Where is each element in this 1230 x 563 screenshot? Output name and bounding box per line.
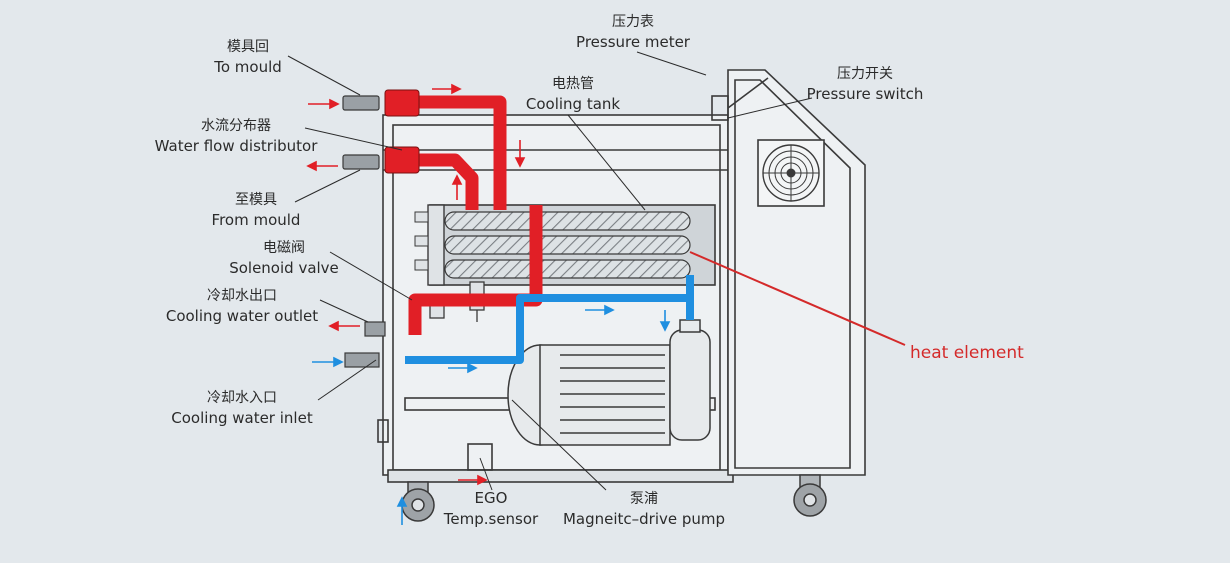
- label-pressure-meter: Pressure meter: [576, 33, 691, 51]
- heat-element-pointer: [689, 251, 906, 346]
- label-cooling-tank: Cooling tank: [526, 95, 621, 113]
- label-pressure-switch: Pressure switch: [807, 85, 924, 103]
- label-cooling-tank-zh: 电热管: [552, 76, 594, 92]
- pump: [507, 319, 711, 446]
- label-pressure-switch-zh: 压力开关: [837, 66, 893, 82]
- label-cooling-water-outlet-zh: 冷却水出口: [207, 288, 277, 304]
- wheel-left: [401, 481, 435, 522]
- label-solenoid-valve-zh: 电磁阀: [263, 240, 305, 256]
- label-heat-element: heat element: [910, 343, 1024, 363]
- hot-water-pipe: [400, 95, 543, 335]
- label-from-mould: From mould: [212, 211, 301, 229]
- cold-water-pipe: [405, 275, 694, 364]
- cooling-tank: [414, 204, 716, 286]
- label-water-flow-distributor-zh: 水流分布器: [201, 118, 271, 134]
- label-cooling-water-inlet-zh: 冷却水入口: [207, 390, 277, 406]
- fittings: [342, 95, 386, 368]
- fan-icon: [757, 139, 825, 207]
- label-from-mould-zh: 至模具: [235, 192, 277, 208]
- flow-arrows-blue: [312, 304, 671, 525]
- label-cooling-water-inlet: Cooling water inlet: [171, 409, 313, 427]
- label-temp-sensor: Temp.sensor: [443, 510, 539, 528]
- label-pump-zh: 泵浦: [630, 491, 658, 507]
- wheel-right: [793, 474, 827, 517]
- label-to-mould: To mould: [213, 58, 282, 76]
- label-solenoid-valve: Solenoid valve: [229, 259, 339, 277]
- label-water-flow-distributor: Water flow distributor: [155, 137, 319, 155]
- label-pump: Magneitc–drive pump: [563, 510, 725, 528]
- label-to-mould-zh: 模具回: [227, 39, 269, 55]
- label-cooling-water-outlet: Cooling water outlet: [166, 307, 318, 325]
- label-ego: EGO: [475, 489, 508, 507]
- hot-pipe-connectors: [384, 89, 420, 174]
- leader-lines: [287, 51, 813, 491]
- flow-arrows-red: [306, 83, 526, 486]
- label-pressure-meter-zh: 压力表: [612, 14, 654, 30]
